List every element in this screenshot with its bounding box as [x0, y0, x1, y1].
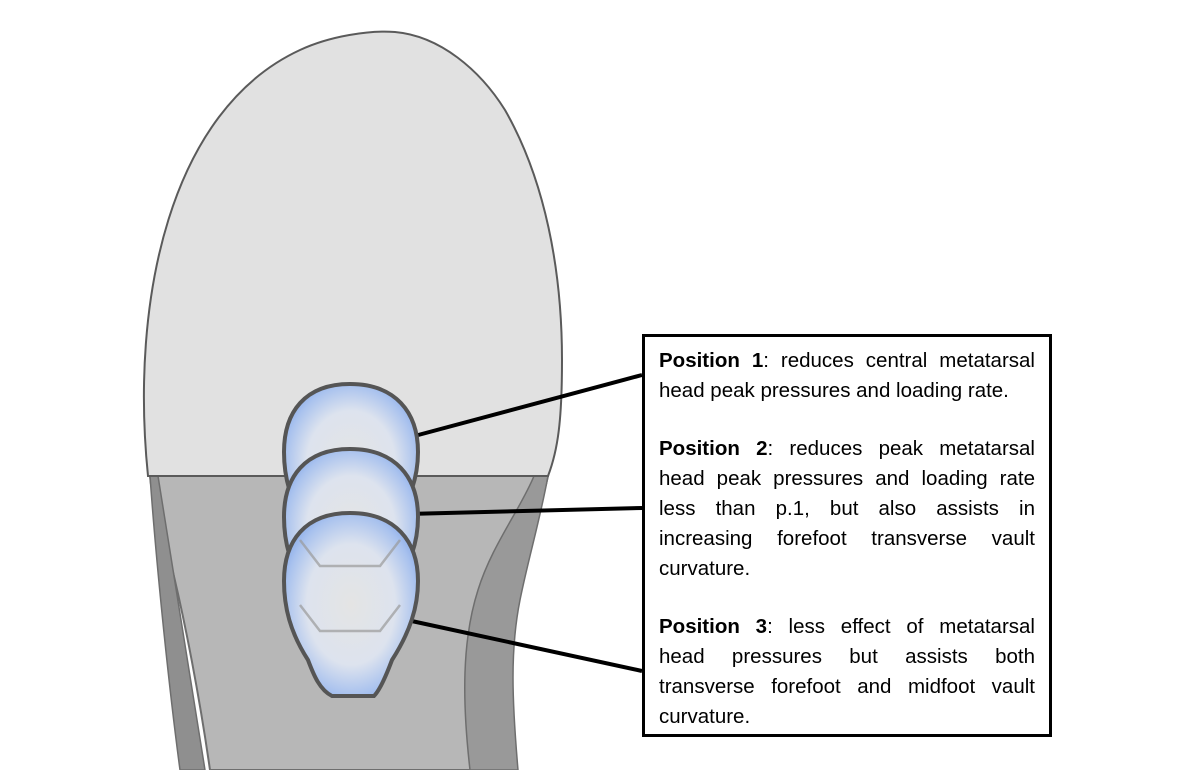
- legend-box: Position 1: reduces central metatarsal h…: [642, 334, 1052, 737]
- leader-line-position-3: [406, 618, 643, 673]
- leader-line-position-2: [406, 506, 643, 516]
- legend-title: Position 2: [659, 437, 768, 460]
- leader-line-position-1: [406, 373, 643, 440]
- insole-right-side-panel: [464, 475, 549, 770]
- legend-title: Position 3: [659, 615, 768, 638]
- legend-title: Position 1: [659, 349, 764, 372]
- insole-forefoot-section: [142, 30, 564, 477]
- pad-overlap-outline-2: [299, 604, 401, 633]
- pad-overlap-outline-1: [299, 539, 401, 568]
- legend-entry-position-1: Position 1: reduces central metatarsal h…: [659, 346, 1035, 406]
- insole-left-edge: [149, 475, 206, 770]
- legend-text: : reduces peak metatarsal head peak pres…: [659, 437, 1035, 580]
- legend-entry-position-3: Position 3: less effect of metatarsal he…: [659, 612, 1035, 732]
- legend-entry-position-2: Position 2: reduces peak metatarsal head…: [659, 434, 1035, 584]
- legend-text: : reduces central metatarsal head peak p…: [659, 349, 1035, 402]
- legend-text: : less effect of metatarsal head pressur…: [659, 615, 1035, 728]
